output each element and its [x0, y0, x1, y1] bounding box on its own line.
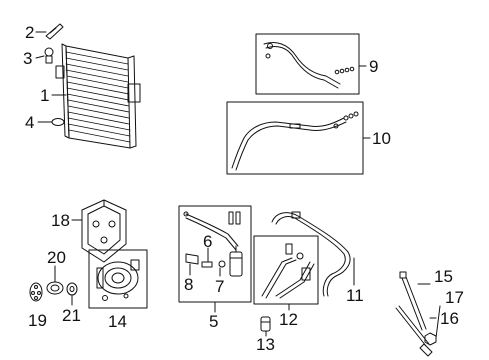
callout-15: 15 [434, 267, 453, 286]
o-ring-part [51, 118, 65, 126]
callout-16: 16 [440, 309, 459, 328]
box-14 [88, 249, 148, 309]
bolt-part [44, 47, 54, 64]
callout-13: 13 [256, 335, 275, 354]
callout-9: 9 [369, 57, 379, 76]
callout-21: 21 [62, 306, 81, 325]
callout-6: 6 [203, 232, 213, 251]
rod-15 [399, 271, 427, 331]
callout-5: 5 [209, 312, 219, 331]
callout-2: 2 [25, 23, 35, 42]
hose-12 [261, 243, 315, 299]
callout-17: 17 [445, 288, 464, 307]
washer-part [66, 282, 78, 296]
leader-lines [35, 31, 67, 123]
clip-part [45, 23, 64, 40]
callout-18: 18 [51, 211, 70, 230]
callout-10: 10 [372, 129, 391, 148]
callout-14: 14 [108, 312, 127, 331]
bolt-16 [395, 305, 433, 357]
callout-3: 3 [23, 49, 33, 68]
accumulator-part [229, 245, 243, 277]
box-10 [226, 101, 364, 175]
hose-11 [271, 211, 351, 297]
fitting-13 [260, 316, 271, 332]
callout-4: 4 [25, 113, 35, 132]
nut-17 [424, 332, 437, 346]
callout-11: 11 [346, 286, 364, 305]
callout-1: 1 [40, 86, 50, 105]
box-9 [255, 33, 360, 95]
box-12 [253, 235, 319, 305]
callout-7: 7 [215, 277, 225, 296]
callout-12: 12 [279, 310, 298, 329]
hose-9 [263, 42, 355, 89]
callout-20: 20 [47, 248, 66, 267]
clutch-plate-part [29, 282, 43, 302]
callout-19: 19 [28, 311, 47, 330]
condenser [55, 43, 141, 149]
hose-10 [231, 111, 359, 171]
leader-17 [435, 305, 441, 339]
callout-8: 8 [184, 275, 194, 294]
compressor-part [96, 259, 140, 301]
tube-5 [183, 211, 241, 251]
pulley-part [46, 281, 64, 295]
bracket-part [81, 199, 127, 263]
small-fittings-5 [185, 253, 226, 268]
